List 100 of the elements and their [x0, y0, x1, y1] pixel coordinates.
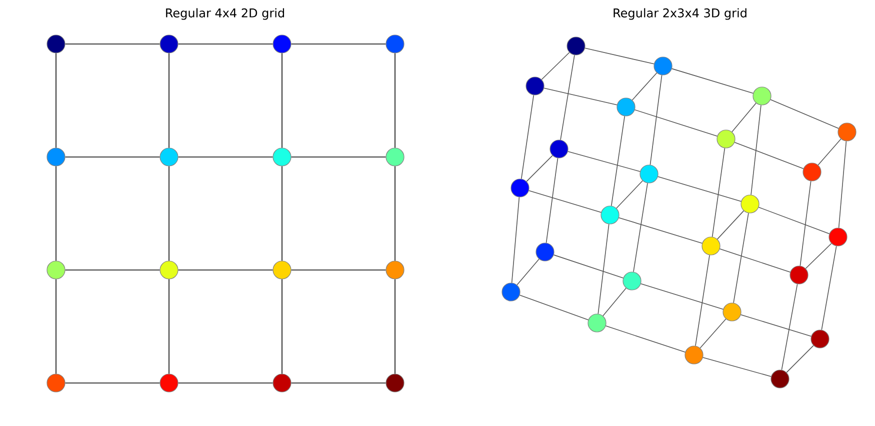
edge-line — [526, 155, 553, 182]
graph-node — [588, 314, 606, 332]
graph-node — [160, 374, 178, 392]
graph-node — [526, 76, 544, 96]
edge-line — [553, 254, 624, 278]
edge-line — [168, 52, 170, 148]
edge-line — [528, 190, 602, 213]
graph-node — [386, 34, 404, 54]
edge-line — [168, 166, 170, 262]
edge-line — [64, 382, 160, 384]
edge-line — [178, 382, 274, 384]
graph-node — [46, 148, 66, 166]
edge-line — [758, 206, 830, 234]
graph-node — [622, 272, 642, 290]
graph-node — [752, 86, 772, 106]
graph-node — [640, 164, 658, 184]
graph-node — [722, 302, 742, 322]
edge-line — [616, 180, 643, 209]
edge-line — [519, 294, 589, 320]
edge-line — [541, 52, 570, 80]
edge-line — [610, 116, 626, 206]
graph-node — [386, 148, 404, 166]
graph-node — [272, 374, 292, 392]
edge-line — [634, 109, 718, 137]
graph-node — [46, 34, 66, 54]
edge-line — [786, 345, 814, 373]
edge-line — [520, 94, 534, 180]
graph-node — [616, 98, 636, 116]
graph-node — [386, 374, 404, 392]
graph-node — [386, 260, 404, 280]
edge-line — [640, 283, 724, 310]
edge-line — [618, 217, 703, 244]
edge-line — [290, 382, 386, 384]
edge-line — [546, 158, 558, 244]
graph-node — [160, 148, 178, 166]
graph-node — [272, 148, 292, 166]
edge-line — [734, 142, 804, 170]
edge-line — [178, 156, 274, 158]
edge-line — [695, 254, 710, 346]
edge-line — [740, 314, 812, 337]
plot-title: Regular 4x4 2D grid — [166, 8, 284, 20]
graph-node — [702, 236, 720, 256]
edge-line — [672, 68, 754, 94]
edge-line — [800, 180, 812, 266]
edge-line — [770, 99, 839, 129]
edge-line — [598, 224, 610, 314]
edge-line — [560, 54, 575, 140]
graph-node — [550, 140, 568, 158]
graph-node — [502, 282, 520, 302]
edge-line — [168, 278, 170, 374]
edge-line — [805, 243, 832, 269]
graph-node — [536, 242, 554, 262]
graph-node — [790, 266, 808, 284]
edge-line — [511, 196, 520, 284]
edge-line — [719, 248, 791, 272]
graph-node — [46, 374, 66, 392]
edge-line — [64, 156, 160, 158]
graph-node — [510, 178, 530, 198]
edge-line — [394, 52, 396, 148]
edge-line — [733, 212, 749, 304]
graph-node — [770, 370, 790, 388]
edge-line — [394, 278, 396, 374]
edge-line — [516, 258, 540, 286]
graph-node — [272, 34, 292, 54]
graph-node — [566, 36, 586, 56]
edge-line — [750, 104, 762, 196]
edge-line — [290, 156, 386, 158]
graph-node — [46, 260, 66, 280]
edge-line — [781, 284, 798, 370]
graph-node — [684, 346, 704, 364]
edge-line — [700, 318, 726, 348]
edge-line — [658, 176, 742, 202]
edge-line — [394, 166, 396, 262]
graph-node — [716, 130, 736, 148]
graph-node — [160, 260, 178, 280]
graph-node — [272, 260, 292, 280]
edge-line — [650, 74, 662, 166]
graph-node — [654, 56, 672, 76]
edge-line — [732, 102, 756, 132]
edge-line — [818, 138, 842, 166]
edge-line — [712, 148, 726, 238]
graph-node — [810, 330, 830, 348]
edge-line — [584, 48, 654, 64]
edge-line — [633, 182, 648, 272]
plot-title: Regular 2x3x4 3D grid — [614, 8, 746, 20]
graph-node — [600, 206, 620, 224]
edge-line — [716, 210, 744, 240]
graph-node — [802, 162, 822, 182]
edge-line — [838, 140, 847, 228]
graph-node — [740, 194, 760, 214]
edge-line — [632, 72, 658, 100]
edge-line — [568, 151, 640, 172]
graph-node — [828, 228, 848, 246]
graph-node — [160, 34, 178, 54]
graph-node — [838, 122, 856, 142]
edge-line — [821, 246, 837, 330]
edge-line — [605, 326, 686, 352]
edge-line — [602, 288, 626, 316]
edge-line — [702, 357, 772, 377]
edge-line — [544, 88, 618, 106]
